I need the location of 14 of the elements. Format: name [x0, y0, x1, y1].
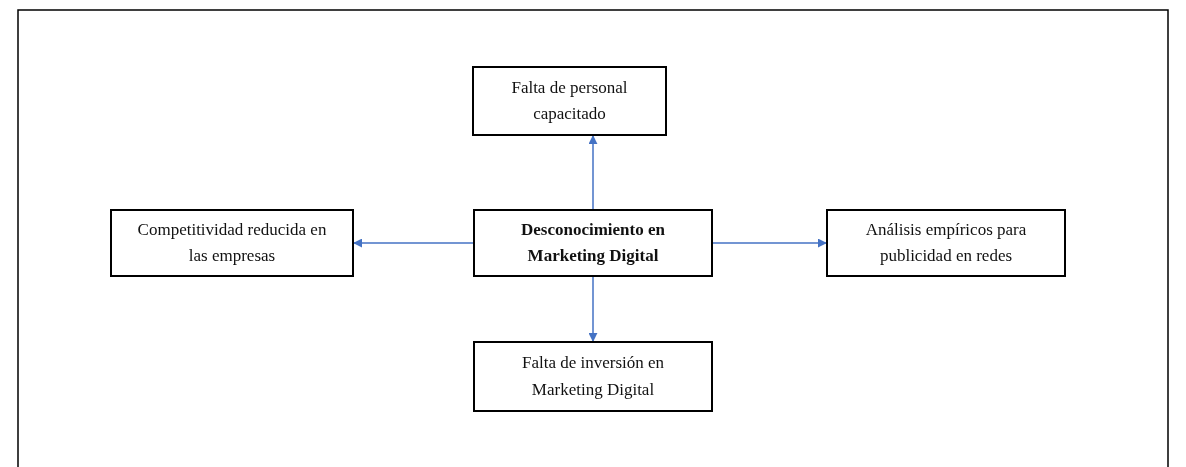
box-label: Análisis empíricos para publicidad en redes: [864, 218, 1028, 267]
arrow: [588, 276, 598, 342]
arrow: [353, 238, 474, 248]
text-box: [826, 209, 1066, 277]
arrow: [588, 135, 598, 210]
box-label: Desconocimiento en Marketing Digital: [520, 218, 666, 267]
box-label: Falta de inversión en Marketing Digital: [520, 352, 666, 401]
text-box: [473, 209, 713, 277]
text-box: [110, 209, 354, 277]
text-box: [473, 341, 713, 412]
arrow: [712, 238, 827, 248]
text-box: [472, 66, 667, 136]
box-label: Falta de personal capacitado: [510, 76, 629, 125]
box-label: Competitividad reducida en las empresas: [136, 218, 328, 267]
